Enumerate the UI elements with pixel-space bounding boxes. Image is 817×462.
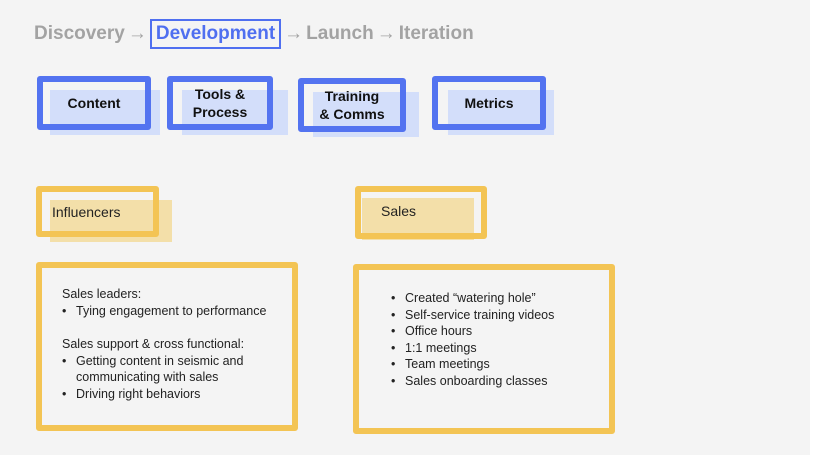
category-tools-process: Tools &Process xyxy=(167,76,273,130)
sales-support-heading: Sales support & cross functional: xyxy=(62,337,245,351)
slide: Discovery → Development → Launch → Itera… xyxy=(0,0,810,455)
sales-title: Sales xyxy=(381,203,417,219)
category-label: Content xyxy=(67,95,121,111)
phase-launch: Launch xyxy=(306,23,374,44)
phase-iteration: Iteration xyxy=(398,23,474,44)
list-item: Team meetings xyxy=(391,356,609,373)
category-label: Tools &Process xyxy=(192,86,248,120)
sales-detail-box: Created “watering hole” Self-service tra… xyxy=(353,264,615,434)
phase-discovery: Discovery xyxy=(34,23,125,44)
category-content: Content xyxy=(37,76,151,130)
list-item: Self-service training videos xyxy=(391,307,609,324)
arrow-icon: → xyxy=(284,23,304,44)
influencers-title: Influencers xyxy=(52,204,121,220)
arrow-icon: → xyxy=(127,23,147,44)
list-item: Created “watering hole” xyxy=(391,290,609,307)
phase-development-active: Development xyxy=(149,19,282,49)
list-item: Office hours xyxy=(391,323,609,340)
arrow-icon: → xyxy=(376,23,396,44)
list-item: Getting content in seismic and communica… xyxy=(62,353,286,386)
influencers-detail-box: Sales leaders: Tying engagement to perfo… xyxy=(36,262,298,431)
sales-leaders-heading: Sales leaders: xyxy=(62,287,142,301)
category-label: Metrics xyxy=(464,95,514,111)
list-item: Tying engagement to performance xyxy=(62,303,292,320)
category-label: Training& Comms xyxy=(319,88,385,122)
list-item: Driving right behaviors xyxy=(62,386,286,403)
sales-label-box: Sales xyxy=(355,186,487,239)
category-training-comms: Training& Comms xyxy=(298,78,406,132)
phase-flow: Discovery → Development → Launch → Itera… xyxy=(34,19,474,49)
influencers-label-box: Influencers xyxy=(36,186,159,237)
category-metrics: Metrics xyxy=(432,76,546,130)
list-item: 1:1 meetings xyxy=(391,340,609,357)
list-item: Sales onboarding classes xyxy=(391,373,609,390)
